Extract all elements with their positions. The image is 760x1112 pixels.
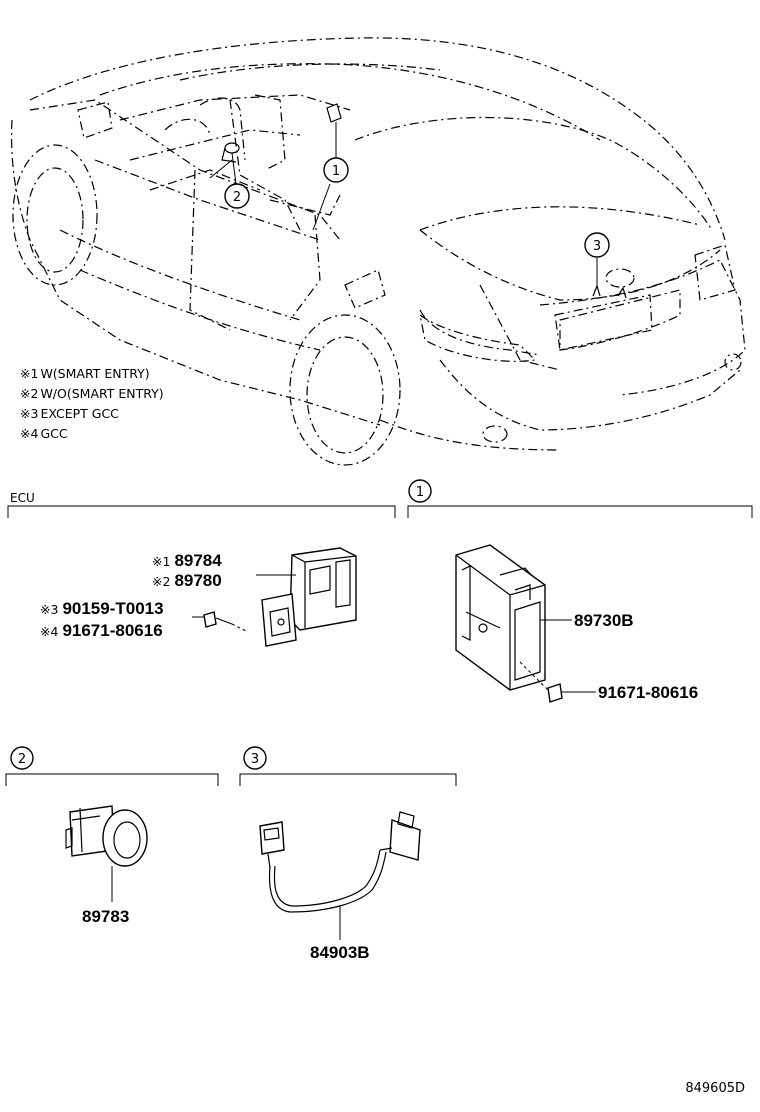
receiver-unit — [455, 544, 546, 691]
diagram-code: 849605D — [685, 1081, 745, 1096]
section-2: 2 89783 — [5, 746, 219, 926]
section-1-number: 1 — [416, 485, 424, 500]
section-3: 3 84903B — [239, 746, 457, 962]
part-harness: 84903B — [310, 943, 370, 962]
section-1: 1 89730B 91671-80616 — [407, 479, 753, 703]
callout-2: 2 — [209, 152, 250, 209]
part-receiver: 89730B — [574, 611, 634, 630]
part-coil: 89783 — [82, 907, 129, 926]
section-2-number: 2 — [18, 752, 26, 767]
section-3-number: 3 — [251, 752, 259, 767]
part-receiver-bolt: 91671-80616 — [598, 683, 698, 702]
ecu-bolt — [203, 611, 249, 633]
car-component-receiver — [326, 103, 342, 123]
callout-1-label: 1 — [332, 164, 340, 179]
section-ecu-title: ECU — [10, 491, 35, 505]
ecu-unit — [261, 547, 357, 647]
wire-harness — [259, 811, 421, 913]
callout-2-label: 2 — [233, 190, 241, 205]
car-illustration — [10, 37, 746, 466]
callout-1: 1 — [312, 122, 349, 231]
receiver-bolt — [519, 661, 563, 703]
immobiliser-coil — [65, 805, 148, 867]
callout-3-label: 3 — [593, 239, 601, 254]
callout-3: 3 — [584, 232, 610, 288]
